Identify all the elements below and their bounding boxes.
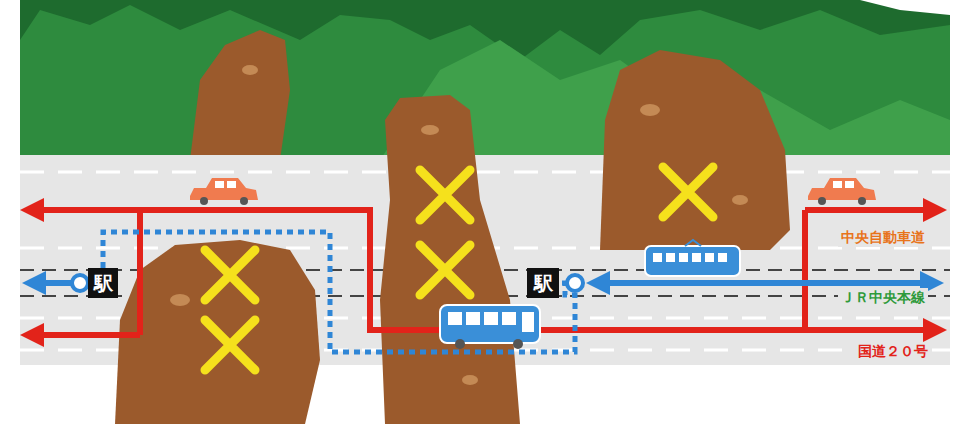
station-label: 駅	[534, 274, 553, 293]
route-name: ＪＲ中央本線	[838, 288, 928, 307]
route-name: 中央自動車道	[838, 228, 928, 247]
car	[808, 178, 876, 205]
rock	[600, 50, 790, 250]
mountain	[20, 5, 950, 160]
rock-texture	[170, 65, 748, 385]
train	[645, 240, 740, 276]
bus-route	[103, 232, 575, 352]
rock	[190, 30, 290, 160]
rock	[115, 240, 320, 424]
station-label: 駅	[94, 274, 113, 293]
station-box: 駅	[527, 268, 559, 298]
route-name: 国道２０号	[855, 342, 931, 361]
mountain	[20, 0, 950, 160]
station-dot	[72, 275, 88, 291]
rail-arrows	[34, 280, 932, 286]
station-dot	[567, 275, 583, 291]
rock	[380, 95, 520, 424]
station-box: 駅	[88, 268, 118, 298]
car	[190, 178, 258, 205]
bus	[440, 305, 540, 349]
closure-marks	[205, 167, 713, 370]
